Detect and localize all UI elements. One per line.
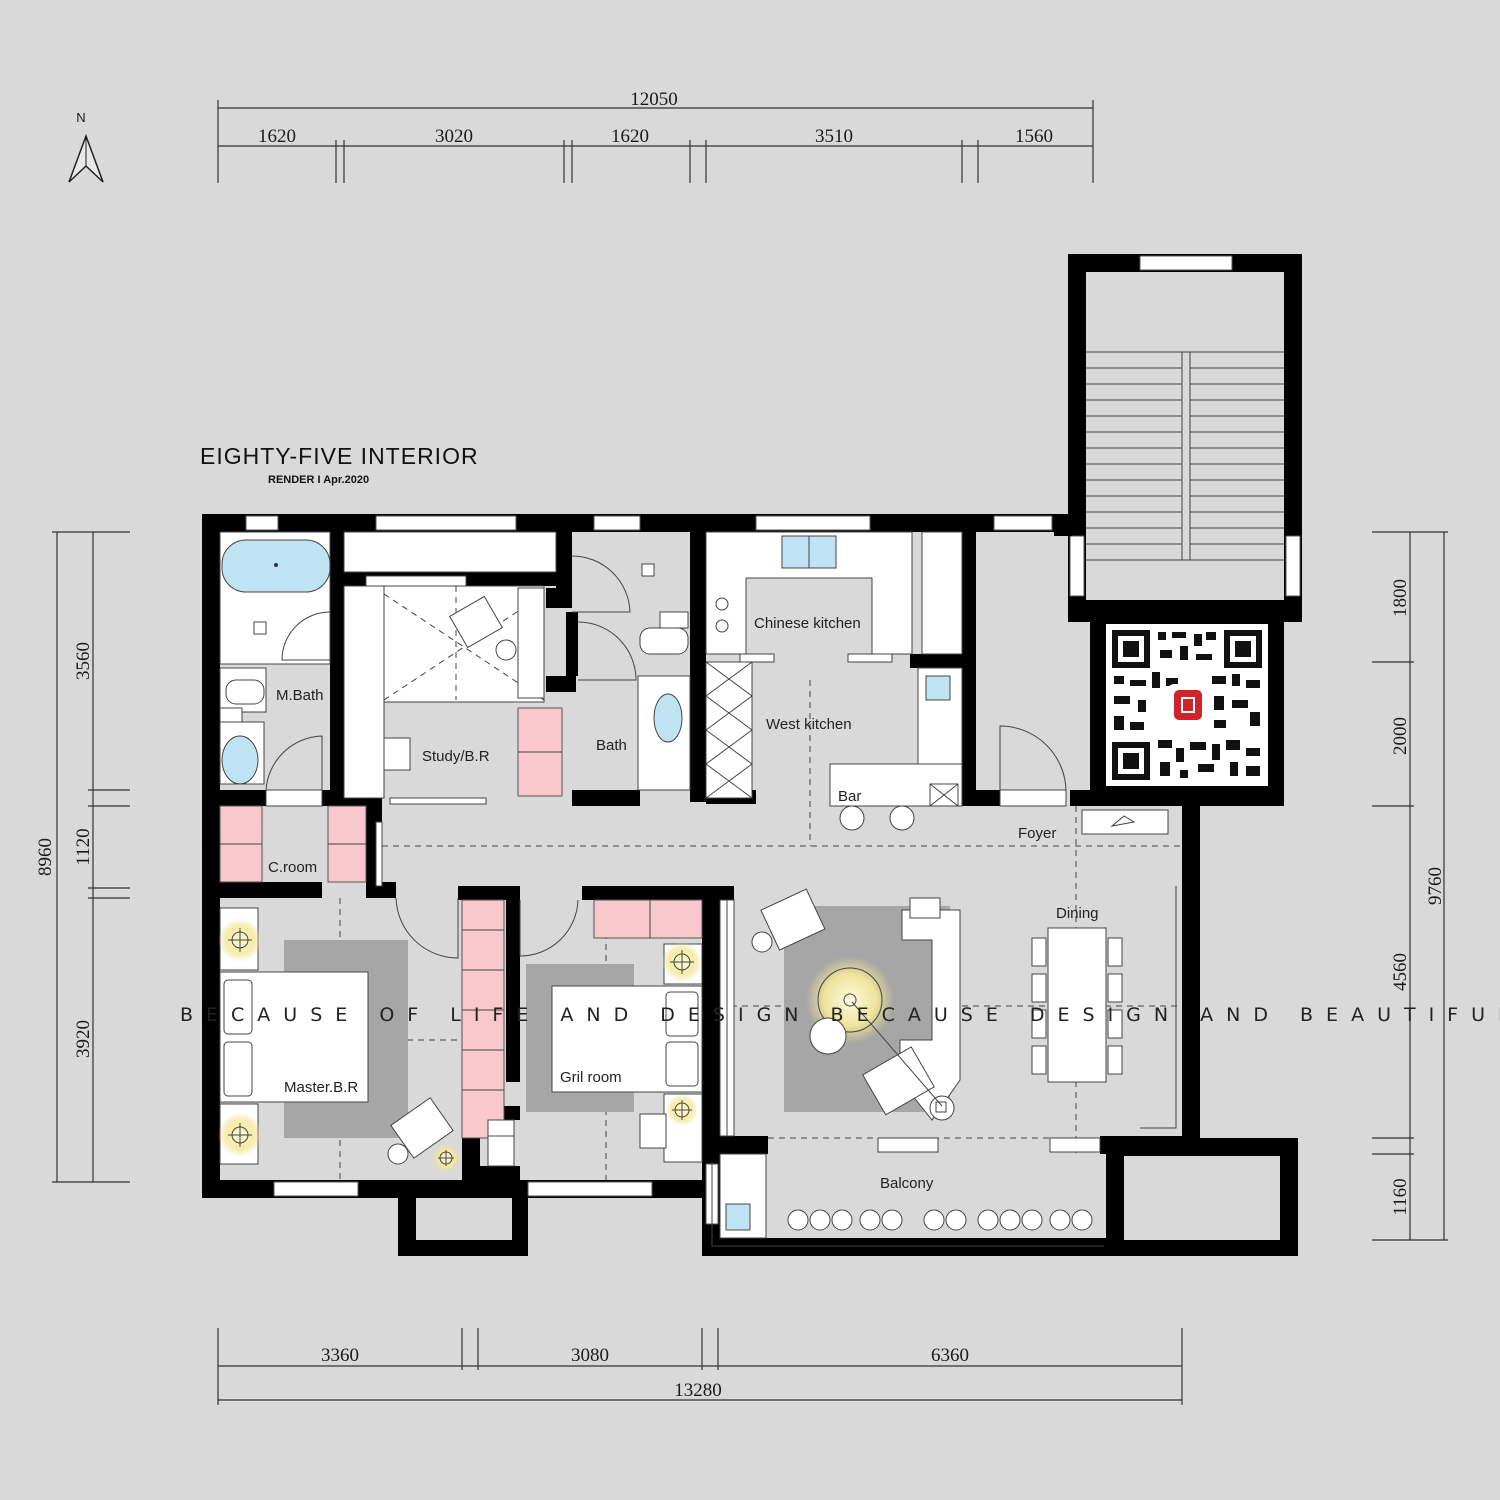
balcony: Balcony [711,1137,1106,1247]
render-subtitle: RENDER I Apr.2020 [268,474,369,486]
living-room [719,888,961,1137]
right-dimension-4: 1160 [1390,1178,1411,1215]
windows [245,515,1053,1225]
girl-room-label: Gril room [560,1069,622,1086]
qr-code-icon[interactable] [1090,606,1284,806]
master-bedroom: Master.B.R [218,897,515,1172]
kitchen-area: Chinese kitchen West kitchen Bar [705,531,963,846]
top-dimension-2: 3020 [435,126,473,147]
balcony-label: Balcony [880,1175,934,1192]
master-bath-label: M.Bath [276,687,324,704]
bar-label: Bar [838,788,861,805]
stairwell [1068,254,1302,622]
top-total-dimension: 12050 [630,89,678,110]
brand-title: EIGHTY-FIVE INTERIOR [200,443,479,469]
top-dimension-chain: 12050 1620 3020 1620 3510 1560 [217,89,1094,183]
bottom-total-dimension: 13280 [674,1380,722,1401]
master-bath: M.Bath [219,531,331,807]
right-dimension-1: 1800 [1390,579,1411,617]
master-wardrobe [461,899,505,1139]
dining: Dining [1031,886,1177,1129]
top-dimension-4: 3510 [815,126,853,147]
girl-room: Gril room [519,899,703,1163]
north-arrow-icon: N [68,110,104,183]
bottom-dimension-3: 6360 [931,1345,969,1366]
bottom-dimension-1: 3360 [321,1345,359,1366]
slogan-text: BECAUSE OF LIFE AND DESIGN BECAUSE DESIG… [180,1004,1500,1026]
right-total-dimension: 9760 [1425,867,1446,905]
top-dimension-5: 1560 [1015,126,1053,147]
study-label: Study/B.R [422,748,490,765]
foyer: Foyer [999,725,1169,842]
chinese-kitchen-label: Chinese kitchen [754,615,861,632]
left-dimension-chain: 8960 3560 1120 3920 [35,531,130,1183]
top-dimension-1: 1620 [258,126,296,147]
bottom-dimension-2: 3080 [571,1345,609,1366]
interior-walls [202,532,1190,1198]
left-dimension-2: 1120 [73,828,94,865]
master-bedroom-label: Master.B.R [284,1079,358,1096]
right-dimension-3: 4560 [1390,953,1411,991]
west-kitchen-label: West kitchen [766,716,852,733]
right-dimension-2: 2000 [1390,717,1411,755]
bath-label: Bath [596,737,627,754]
left-dimension-3: 3920 [73,1020,94,1058]
bath: Bath [571,555,691,791]
cloakroom: C.room [219,805,383,887]
left-dimension-1: 3560 [73,642,94,680]
cloakroom-label: C.room [268,859,317,876]
girl-wardrobe [593,899,703,939]
study-room: Study/B.R [343,531,563,805]
right-dimension-chain: 1800 2000 4560 1160 9760 [1372,531,1448,1241]
left-total-dimension: 8960 [35,838,56,876]
foyer-label: Foyer [1018,825,1056,842]
balcony-planters [787,1209,1093,1231]
top-dimension-3: 1620 [611,126,649,147]
dining-label: Dining [1056,905,1099,922]
north-label: N [76,110,85,125]
bottom-dimension-chain: 3360 3080 6360 13280 [217,1328,1183,1405]
